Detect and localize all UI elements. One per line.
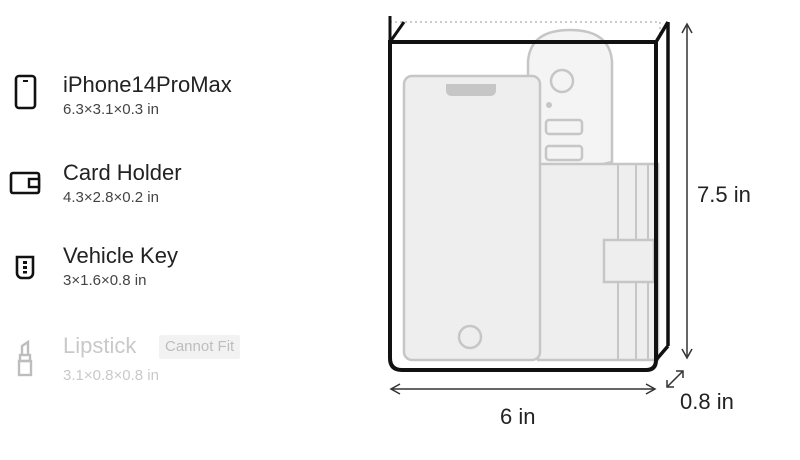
bag-outline xyxy=(388,21,670,372)
bag-fit-diagram: 7.5 in 6 in 0.8 in xyxy=(360,0,800,455)
item-list: iPhone14ProMax 6.3×3.1×0.3 in Card Holde… xyxy=(0,0,330,455)
depth-label: 0.8 in xyxy=(680,389,734,414)
list-item-iphone[interactable]: iPhone14ProMax 6.3×3.1×0.3 in xyxy=(8,72,328,136)
bag-illustration xyxy=(388,16,693,395)
iphone-shape xyxy=(402,74,542,362)
height-label: 7.5 in xyxy=(697,182,751,207)
item-dimensions: 3×1.6×0.8 in xyxy=(63,272,147,289)
card-holder-shape xyxy=(536,162,660,362)
list-item-card-holder[interactable]: Card Holder 4.3×2.8×0.2 in xyxy=(8,160,328,224)
height-dimension-line xyxy=(681,22,693,360)
item-dimensions: 4.3×2.8×0.2 in xyxy=(63,189,159,206)
width-dimension-line xyxy=(389,383,657,395)
item-name: Card Holder xyxy=(63,160,182,185)
vehicle-key-shape xyxy=(526,28,614,182)
car-key-icon xyxy=(8,243,42,283)
list-item-lipstick[interactable]: Lipstick Cannot Fit 3.1×0.8×0.8 in xyxy=(8,333,328,397)
depth-dimension-line xyxy=(666,370,684,388)
list-item-vehicle-key[interactable]: Vehicle Key 3×1.6×0.8 in xyxy=(8,243,328,307)
item-dimensions: 3.1×0.8×0.8 in xyxy=(63,367,159,384)
phone-icon xyxy=(8,72,42,112)
item-dimensions: 6.3×3.1×0.3 in xyxy=(63,101,159,118)
item-name: Lipstick xyxy=(63,333,137,358)
item-name: iPhone14ProMax xyxy=(63,72,232,97)
cannot-fit-badge: Cannot Fit xyxy=(159,335,241,359)
wallet-icon xyxy=(8,160,42,200)
item-name: Vehicle Key xyxy=(63,243,178,268)
lipstick-icon xyxy=(8,333,42,377)
width-label: 6 in xyxy=(500,404,536,429)
